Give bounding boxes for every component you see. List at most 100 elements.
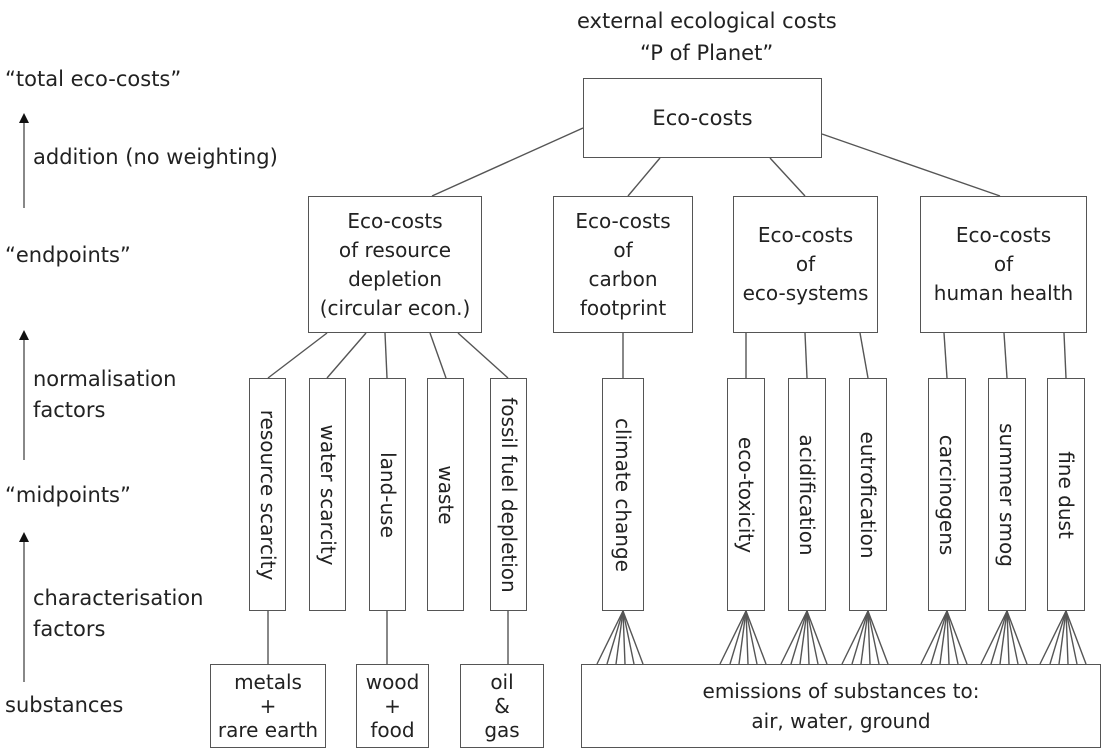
- midpoint-climate-change: climate change: [602, 378, 644, 611]
- emission-fan-line: [939, 610, 948, 665]
- midpoint-fine-dust: fine dust: [1047, 378, 1085, 611]
- connector-line: [769, 157, 806, 197]
- substance-line: gas: [484, 718, 520, 742]
- emission-fan-line: [719, 610, 747, 665]
- emission-fan-line: [1006, 610, 1019, 665]
- endpoint-line: eco-systems: [742, 281, 869, 305]
- emission-fan-line: [806, 610, 810, 665]
- endpoint-human-health-box: Eco-costs of human health: [920, 196, 1087, 333]
- substance-line: emissions of substances to:: [702, 679, 980, 703]
- endpoint-line: of: [993, 252, 1014, 276]
- endpoint-line: carbon: [588, 266, 658, 291]
- characterisation-label-1: characterisation: [33, 586, 204, 610]
- midpoint-land-use: land-use: [369, 378, 406, 611]
- emission-fan-line: [1065, 610, 1078, 665]
- connector-line: [859, 332, 869, 379]
- normalisation-label-1: normalisation: [33, 367, 177, 391]
- emission-fan-line: [738, 610, 747, 665]
- emission-fan-line: [615, 610, 624, 665]
- connector-line: [384, 332, 388, 379]
- substance-line: rare earth: [217, 718, 319, 742]
- emission-fan-line: [930, 610, 948, 665]
- midpoint-waste: waste: [427, 378, 464, 611]
- endpoint-line: of: [795, 252, 816, 276]
- substance-line: +: [259, 694, 277, 718]
- midpoint-label: climate change: [611, 417, 635, 572]
- emission-fan-line: [1039, 610, 1067, 665]
- substance-oil-gas-box: oil & gas: [460, 664, 544, 748]
- emission-fan-line: [860, 610, 869, 665]
- characterisation-label-2: factors: [33, 617, 106, 641]
- emission-fan-line: [806, 610, 828, 665]
- connector-line: [627, 157, 661, 197]
- connector-line: [821, 133, 1001, 197]
- endpoint-line: (circular econ.): [319, 295, 471, 320]
- eco-costs-total-box: Eco-costs: [583, 78, 822, 158]
- emission-fan-line: [867, 610, 889, 665]
- emission-fan-line: [622, 610, 644, 665]
- endpoint-line: of resource: [338, 237, 452, 262]
- normalisation-label-2: factors: [33, 398, 106, 422]
- midpoint-eutrofication: eutrofication: [849, 378, 887, 611]
- emission-fan-line: [1065, 610, 1087, 665]
- emission-fan-line: [622, 610, 635, 665]
- midpoint-water-scarcity: water scarcity: [309, 378, 346, 611]
- midpoint-summer-smog: summer smog: [988, 378, 1026, 611]
- midpoint-label: acidification: [795, 433, 819, 556]
- midpoint-eco-toxicity: eco-toxicity: [727, 378, 765, 611]
- emission-fan-line: [1065, 610, 1069, 665]
- arrow-head-icon: [19, 532, 29, 542]
- midpoint-label: fossil fuel depletion: [496, 396, 521, 593]
- substance-wood-food-box: wood + food: [356, 664, 429, 748]
- endpoint-line: footprint: [579, 295, 667, 320]
- substance-line: &: [494, 694, 510, 718]
- midpoint-label: carcinogens: [935, 434, 959, 555]
- connector-line: [429, 332, 447, 379]
- endpoint-eco-systems-box: Eco-costs of eco-systems: [733, 196, 878, 333]
- emission-fan-line: [946, 610, 968, 665]
- substance-metals-box: metals + rare earth: [210, 664, 326, 748]
- substance-line: +: [384, 694, 401, 718]
- emission-fan-line: [946, 610, 950, 665]
- midpoint-label: summer smog: [995, 422, 1019, 567]
- emission-fan-line: [841, 610, 869, 665]
- midpoint-label: land-use: [375, 451, 400, 538]
- connector-line: [267, 332, 328, 379]
- endpoint-carbon-footprint-box: Eco-costs of carbon footprint: [553, 196, 693, 333]
- emission-fan-line: [851, 610, 869, 665]
- endpoint-line: depletion: [348, 266, 442, 291]
- emission-fan-line: [799, 610, 808, 665]
- arrow-head-icon: [19, 330, 29, 340]
- midpoint-label: fine dust: [1054, 450, 1078, 539]
- midpoint-fossil-fuel-depletion: fossil fuel depletion: [490, 378, 527, 611]
- emission-fan-line: [990, 610, 1008, 665]
- eco-costs-total-label: Eco-costs: [652, 105, 753, 130]
- emission-fan-line: [745, 610, 749, 665]
- emission-fan-line: [790, 610, 808, 665]
- emission-fan-line: [946, 610, 959, 665]
- midpoint-label: eutrofication: [856, 430, 880, 559]
- endpoint-line: Eco-costs: [347, 208, 443, 233]
- endpoint-line: of: [613, 237, 633, 262]
- substance-line: metals: [234, 670, 302, 694]
- midpoint-label: resource scarcity: [255, 409, 280, 580]
- endpoint-line: Eco-costs: [757, 223, 854, 247]
- connector-line: [804, 332, 808, 379]
- substance-line: food: [370, 718, 415, 742]
- emission-fan-line: [1006, 610, 1028, 665]
- substance-line: wood: [365, 670, 420, 694]
- midpoints-label: “midpoints”: [5, 483, 131, 507]
- header-line-2: “P of Planet”: [640, 41, 774, 65]
- arrow-head-icon: [19, 113, 29, 123]
- substances-label: substances: [5, 693, 124, 717]
- emission-fan-line: [622, 610, 626, 665]
- emission-fan-line: [745, 610, 767, 665]
- endpoint-line: Eco-costs: [955, 223, 1052, 247]
- connector-line: [1063, 332, 1067, 379]
- emission-fan-line: [780, 610, 808, 665]
- header-line-1: external ecological costs: [577, 9, 837, 33]
- connector-line: [431, 127, 584, 197]
- emission-fan-line: [606, 610, 624, 665]
- connector-line: [326, 332, 367, 379]
